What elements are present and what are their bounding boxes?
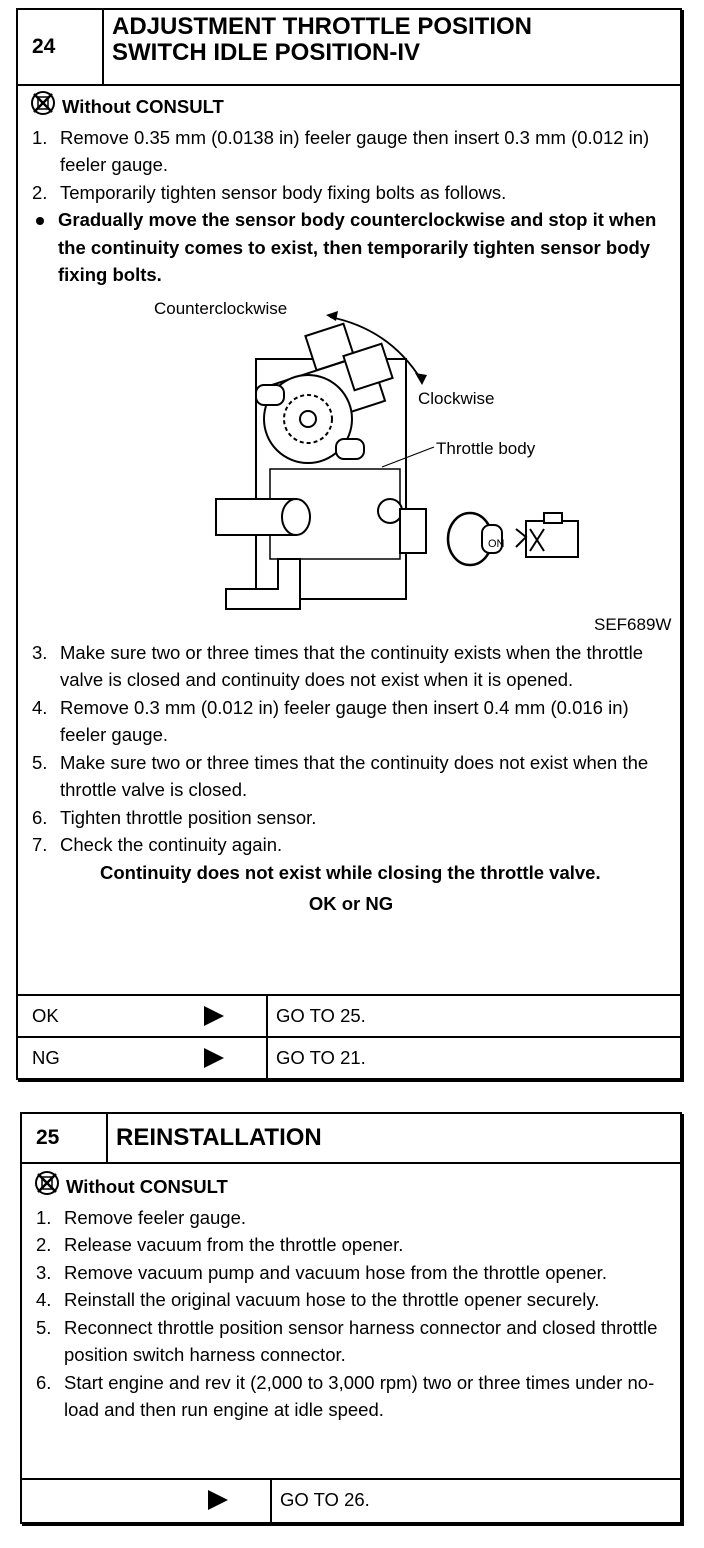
item-number: 6.: [32, 806, 48, 828]
item-text: Remove 0.35 mm (0.0138 in) feeler gauge …: [60, 126, 650, 176]
item-number: 6.: [36, 1371, 52, 1393]
step-24-header: 24 ADJUSTMENT THROTTLE POSITION SWITCH I…: [18, 10, 680, 86]
item-text: Reconnect throttle position sensor harne…: [64, 1316, 658, 1366]
step-24-body: Without CONSULT 1. Remove 0.35 mm (0.0138…: [30, 90, 672, 918]
ok-ng-heading: OK or NG: [308, 893, 394, 914]
item-text: Reinstall the original vacuum hose to th…: [64, 1289, 600, 1310]
item-text: Remove 0.3 mm (0.012 in) feeler gauge th…: [60, 696, 629, 746]
item-number: 4.: [32, 696, 48, 718]
step-25-body: Without CONSULT 1. Remove feeler gauge. 2…: [34, 1170, 672, 1424]
label-clockwise: Clockwise: [418, 388, 495, 408]
steps-list: 1. Remove feeler gauge. 2. Release vacuum …: [34, 1204, 672, 1424]
list-item: 3. Make sure two or three times that the …: [30, 639, 672, 694]
item-number: 5.: [36, 1316, 52, 1338]
list-item: 6. Tighten throttle position sensor.: [30, 804, 672, 832]
throttle-body-diagram: [215, 310, 579, 610]
step-25-box: 25 REINSTALLATION Without CONSULT 1. Remo…: [20, 1112, 682, 1524]
result-label-cell: NG: [18, 1038, 268, 1079]
result-label-cell: [22, 1480, 272, 1524]
result-label: OK: [32, 1005, 59, 1026]
list-item: 4. Reinstall the original vacuum hose to …: [34, 1286, 672, 1314]
key-on-label: ON: [488, 537, 505, 550]
item-number: 3.: [36, 1261, 52, 1283]
result-action-link[interactable]: GO TO 21.: [276, 1047, 366, 1068]
item-number: 4.: [36, 1289, 52, 1310]
steps-list-a: 1. Remove 0.35 mm (0.0138 in) feeler gaug…: [30, 124, 672, 207]
step-25-header: 25 REINSTALLATION: [22, 1114, 680, 1164]
item-number: 3.: [32, 641, 48, 663]
steps-list-b: 3. Make sure two or three times that the …: [30, 639, 672, 859]
item-text: Release vacuum from the throttle opener.: [64, 1234, 404, 1255]
list-item: 4. Remove 0.3 mm (0.012 in) feeler gauge …: [30, 694, 672, 749]
label-throttle-body: Throttle body: [436, 438, 536, 458]
result-label: NG: [32, 1047, 60, 1068]
list-item: 3. Remove vacuum pump and vacuum hose fro…: [34, 1259, 672, 1287]
list-item: 1. Remove 0.35 mm (0.0138 in) feeler gaug…: [30, 124, 672, 179]
no-consult-icon: [30, 90, 56, 124]
item-text: Tighten throttle position sensor.: [60, 806, 317, 828]
item-text: Remove feeler gauge.: [64, 1206, 247, 1228]
arrow-right-icon: [204, 1006, 224, 1026]
result-row-ok[interactable]: OK GO TO 25.: [18, 994, 680, 1037]
list-item: 5. Reconnect throttle position sensor har…: [34, 1314, 672, 1369]
step-title: REINSTALLATION: [116, 1124, 322, 1151]
result-row-ng[interactable]: NG GO TO 21.: [18, 1036, 680, 1079]
list-item: 5. Make sure two or three times that the …: [30, 749, 672, 804]
list-item: 6. Start engine and rev it (2,000 to 3,00…: [34, 1369, 672, 1424]
item-number: 1.: [32, 126, 48, 148]
list-item: 2. Temporarily tighten sensor body fixing…: [30, 179, 672, 207]
consult-heading: Without CONSULT: [30, 90, 672, 124]
list-item: 7. Check the continuity again.: [30, 831, 672, 859]
throttle-sensor-figure: Counterclockwise Clockwise Throttle body…: [30, 289, 672, 639]
item-number: 7.: [32, 834, 48, 855]
step-number: 25: [22, 1114, 108, 1162]
result-action-link[interactable]: GO TO 25.: [276, 1005, 366, 1026]
item-text: Temporarily tighten sensor body fixing b…: [60, 181, 507, 203]
step-title-line: SWITCH IDLE POSITION-IV: [112, 39, 421, 66]
list-item: 1. Remove feeler gauge.: [34, 1204, 672, 1232]
check-note: Continuity does not exist while closing …: [100, 861, 601, 883]
item-text: Make sure two or three times that the co…: [60, 751, 649, 801]
item-text: Make sure two or three times that the co…: [60, 641, 644, 691]
item-text: Remove vacuum pump and vacuum hose from …: [64, 1261, 607, 1283]
item-number: 5.: [32, 751, 48, 773]
bullet-instruction: Gradually move the sensor body countercl…: [30, 206, 672, 289]
step-title: ADJUSTMENT THROTTLE POSITION SWITCH IDLE…: [112, 14, 670, 66]
step-24-box: 24 ADJUSTMENT THROTTLE POSITION SWITCH I…: [16, 8, 682, 1080]
item-number: 2.: [32, 181, 48, 203]
no-consult-icon: [34, 1170, 60, 1204]
consult-label: Without CONSULT: [66, 1176, 228, 1197]
item-number: 1.: [36, 1206, 52, 1228]
consult-heading: Without CONSULT: [34, 1170, 672, 1204]
result-row-next[interactable]: GO TO 26.: [22, 1478, 680, 1524]
result-action-link[interactable]: GO TO 26.: [280, 1489, 370, 1510]
step-title-line: ADJUSTMENT THROTTLE POSITION: [112, 13, 532, 40]
step-number: 24: [18, 10, 104, 84]
label-counterclockwise: Counterclockwise: [154, 298, 288, 318]
arrow-right-icon: [204, 1048, 224, 1068]
figure-code: SEF689W: [594, 614, 672, 634]
item-number: 2.: [36, 1234, 52, 1255]
item-text: Check the continuity again.: [60, 834, 283, 855]
list-item: 2. Release vacuum from the throttle opene…: [34, 1231, 672, 1259]
item-text: Start engine and rev it (2,000 to 3,000 …: [64, 1371, 655, 1421]
consult-label: Without CONSULT: [62, 96, 224, 117]
arrow-right-icon: [208, 1490, 228, 1510]
result-label-cell: OK: [18, 996, 268, 1037]
